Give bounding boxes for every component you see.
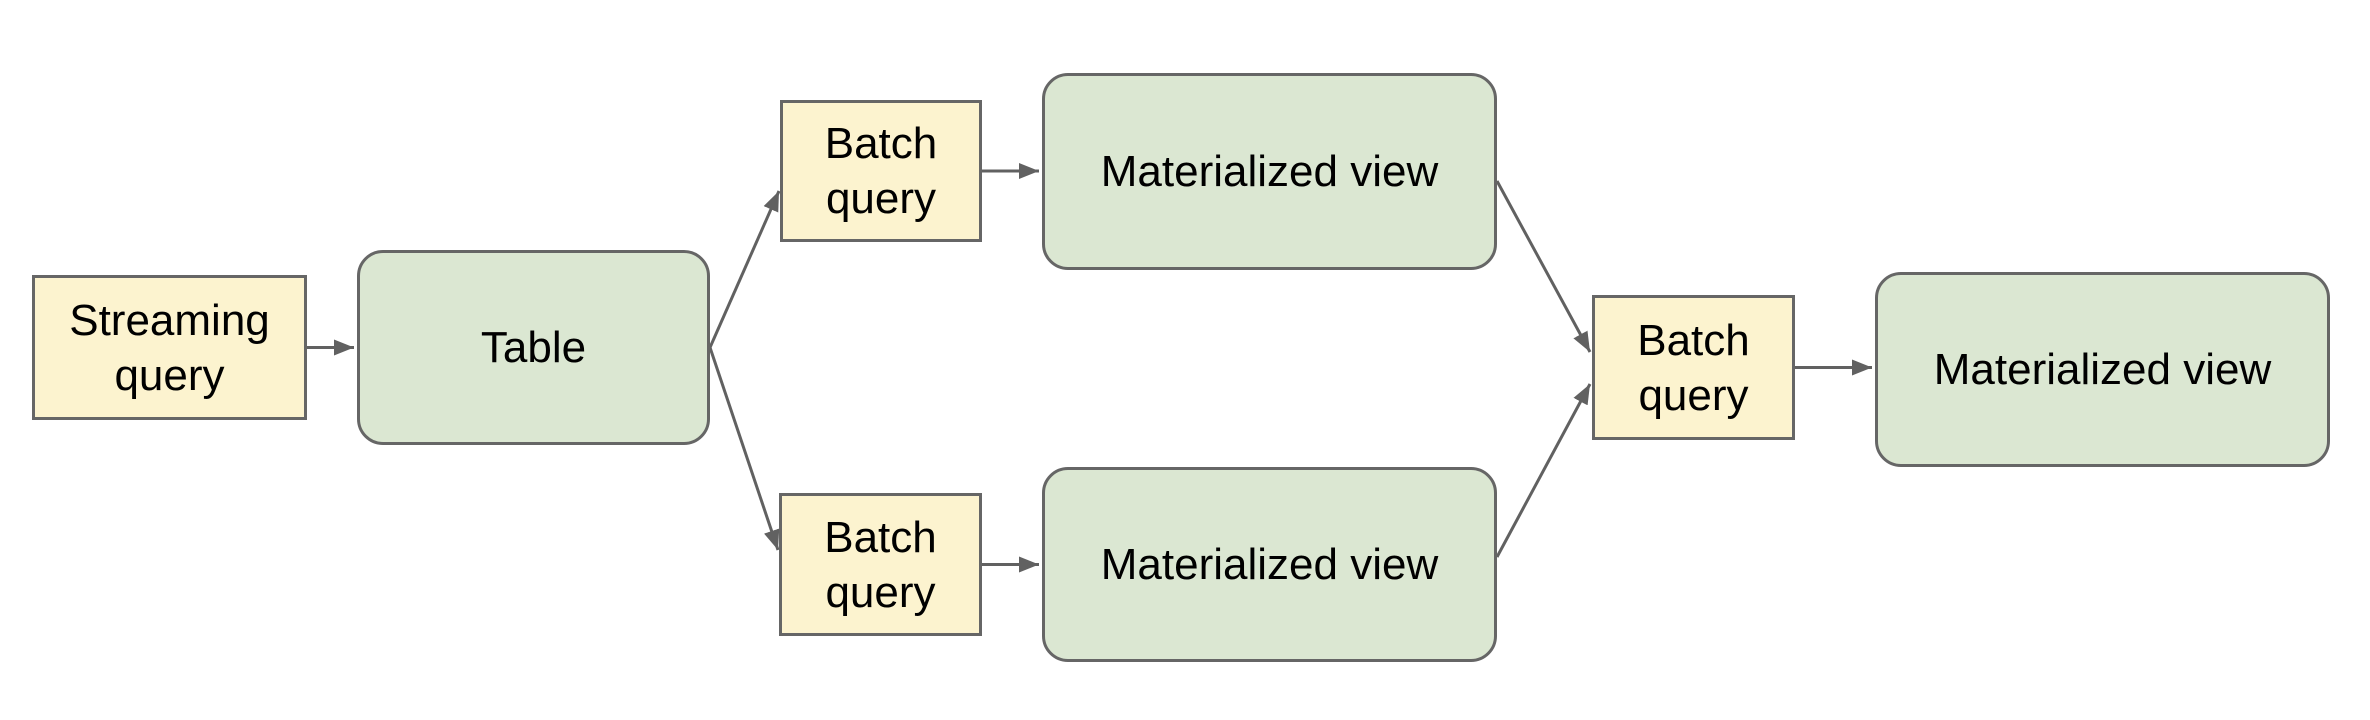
node-batch-query-bottom: Batch query <box>779 493 982 636</box>
edge-table-to-batch-query-top-arrow <box>708 190 781 349</box>
edge-materialized-view-bottom-to-batch-query-right-arrow <box>1495 383 1592 558</box>
node-label: Streaming query <box>69 295 270 400</box>
edge-table-to-batch-query-bottom-arrow <box>708 347 780 551</box>
node-materialized-view-right: Materialized view <box>1875 272 2330 467</box>
node-batch-query-top: Batch query <box>780 100 982 242</box>
node-label: Batch query <box>824 512 937 617</box>
edge-materialized-view-top-to-batch-query-right-arrow <box>1495 180 1592 353</box>
node-table: Table <box>357 250 710 445</box>
node-label: Batch query <box>824 119 938 223</box>
node-label: Materialized view <box>1100 147 1439 196</box>
node-materialized-view-bottom: Materialized view <box>1042 467 1497 662</box>
node-materialized-view-top: Materialized view <box>1042 73 1497 270</box>
node-streaming-query: Streaming query <box>32 275 307 420</box>
node-label: Materialized view <box>1100 540 1439 589</box>
node-label: Materialized view <box>1933 345 2272 394</box>
node-batch-query-right: Batch query <box>1592 295 1795 440</box>
node-label: Batch query <box>1637 315 1750 420</box>
node-label: Table <box>480 323 587 372</box>
